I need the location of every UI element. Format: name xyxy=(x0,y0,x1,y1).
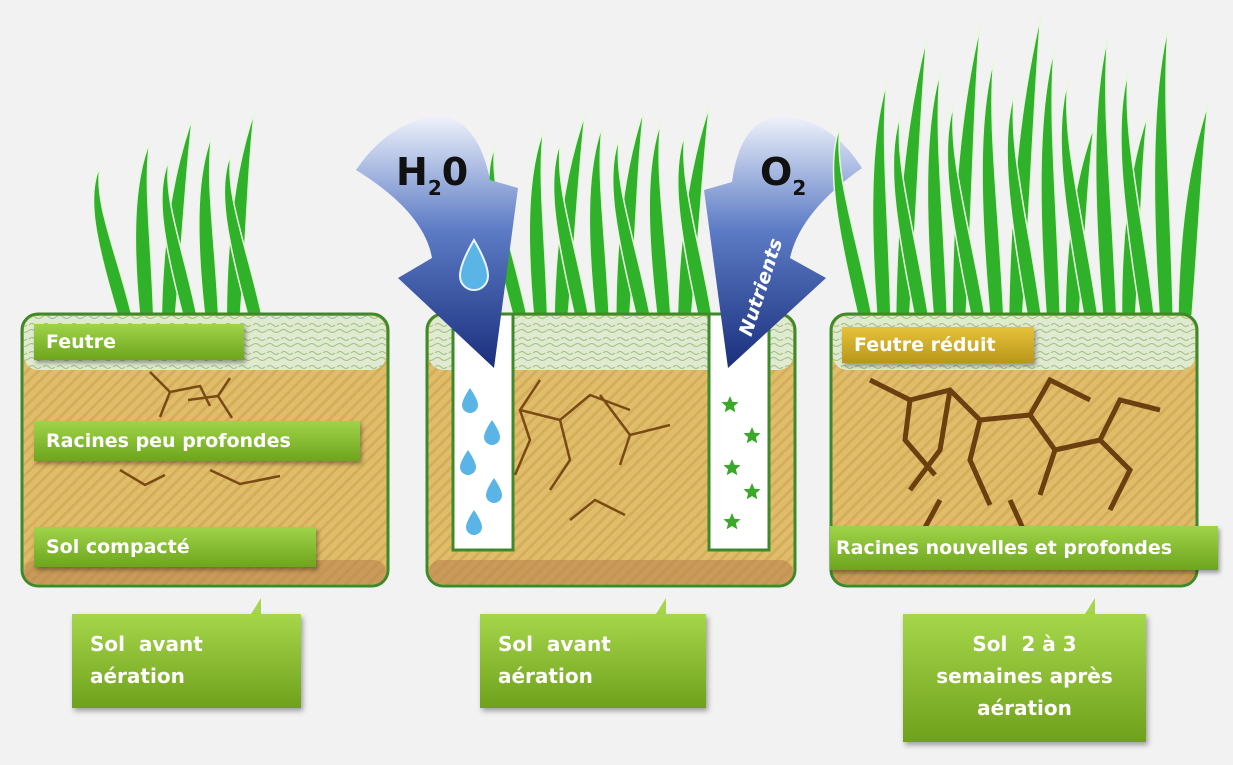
caption-before-aeration: Sol avant aération xyxy=(72,614,301,708)
water-drop-icon xyxy=(484,420,500,445)
new-deep-roots-label: Racines nouvelles et profondes xyxy=(830,526,1218,570)
grass-blade xyxy=(611,137,652,317)
caption-during-aeration: Sol avant aération xyxy=(480,614,706,708)
soil-cracks xyxy=(513,379,671,521)
water-drop-icon xyxy=(486,478,502,503)
grass-blade xyxy=(871,81,892,317)
grass-blade xyxy=(1006,92,1043,317)
grass-blade xyxy=(223,153,263,317)
caption-line: aération xyxy=(90,664,185,688)
caption-line: Sol avant xyxy=(498,632,611,656)
oxygen-formula-sub: 2 xyxy=(792,176,807,200)
caption-line: Sol 2 à 3 xyxy=(972,632,1077,656)
grass-blades xyxy=(92,111,263,317)
panel-before-aeration xyxy=(20,111,390,588)
caption-tail xyxy=(1085,598,1095,614)
grass-blade xyxy=(1060,81,1099,317)
oxygen-arrow xyxy=(704,116,862,368)
star-icon xyxy=(723,459,741,476)
grass-blade xyxy=(198,135,220,317)
water-drop-icon xyxy=(466,510,482,535)
grass-blade xyxy=(552,141,590,317)
grass-blade xyxy=(134,141,155,317)
caption-tail xyxy=(656,598,666,614)
water-arrow xyxy=(356,116,518,368)
star-icon xyxy=(721,396,739,413)
water-drop-icon xyxy=(462,388,478,413)
grass-blade xyxy=(1120,70,1156,317)
soil-box xyxy=(829,312,1199,588)
panel-after-aeration xyxy=(829,15,1209,588)
oxygen-formula: O2 xyxy=(760,150,806,200)
grass-blade xyxy=(926,70,949,317)
water-formula: H20 xyxy=(396,150,469,200)
grass-blade xyxy=(161,159,198,317)
grass-blade xyxy=(676,133,713,317)
soil-box xyxy=(425,312,797,588)
grass-blade xyxy=(981,59,1005,317)
water-formula-o: 0 xyxy=(441,150,469,194)
soil-cracks xyxy=(119,371,281,487)
shallow-roots-label: Racines peu profondes xyxy=(34,421,360,461)
star-icon xyxy=(723,513,741,530)
compacted-soil-label: Sol compacté xyxy=(34,527,316,567)
felt-label: Feutre xyxy=(34,324,244,360)
caption-line: aération xyxy=(498,664,593,688)
caption-after-aeration: Sol 2 à 3 semaines après aération xyxy=(903,614,1146,742)
grass-blade xyxy=(648,121,672,317)
water-formula-h: H xyxy=(396,150,428,194)
grass-blade xyxy=(92,165,133,317)
water-formula-sub: 2 xyxy=(427,176,442,200)
caption-tail xyxy=(251,598,261,614)
caption-line: Sol avant xyxy=(90,632,203,656)
grass-blade xyxy=(832,125,873,317)
nutrient-stars xyxy=(721,396,761,530)
caption-line: semaines après xyxy=(936,664,1113,688)
grass-blade xyxy=(892,114,930,317)
grass-blade xyxy=(1040,48,1062,317)
grass-blade xyxy=(588,125,611,317)
grass-blade xyxy=(528,129,549,317)
grass-blades xyxy=(487,105,713,317)
grass-blade xyxy=(1153,26,1174,317)
grass-blades xyxy=(832,15,1209,317)
water-drop-icon xyxy=(458,238,490,291)
grass-blade xyxy=(946,103,986,317)
caption-line: aération xyxy=(977,696,1072,720)
reduced-felt-label: Feutre réduit xyxy=(842,327,1034,363)
water-drops xyxy=(460,388,502,535)
panel-during-aeration xyxy=(356,105,862,588)
star-icon xyxy=(743,483,761,500)
oxygen-formula-o: O xyxy=(760,150,793,194)
grass-blade xyxy=(1094,37,1118,317)
grass-blade xyxy=(1177,103,1209,317)
star-icon xyxy=(743,427,761,444)
felt-layer xyxy=(429,316,793,370)
water-drop-icon xyxy=(460,450,476,475)
